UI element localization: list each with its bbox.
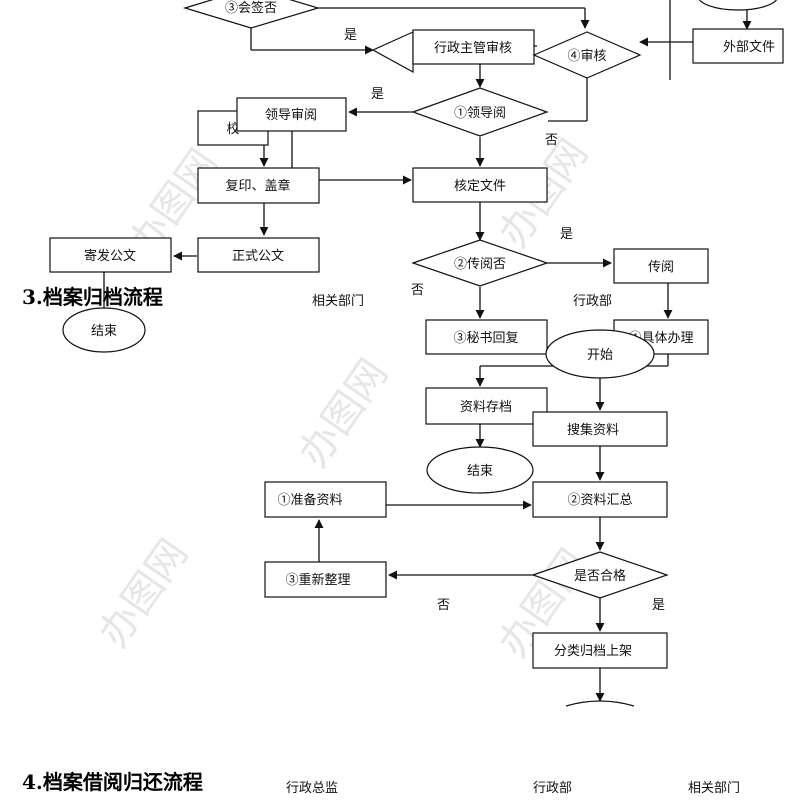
col-admin-label-bottom: 行政部 bbox=[533, 781, 572, 796]
shelve-label: 分类归档上架 bbox=[554, 644, 632, 659]
jiao-label: 校 bbox=[226, 121, 239, 137]
node-start: 开始 bbox=[545, 329, 655, 379]
node-collect: 搜集资料 bbox=[532, 411, 668, 447]
node-circulate-q: ②传阅否 bbox=[411, 239, 549, 287]
section-4-title: 4.档案借阅归还流程 bbox=[22, 770, 203, 794]
column-headers: 相关部门 行政部 行政总监 行政部 相关部门 bbox=[286, 294, 740, 796]
col-admin-label: 行政部 bbox=[573, 294, 612, 309]
col-related-label: 相关部门 bbox=[312, 294, 364, 309]
official-doc-label: 正式公文 bbox=[232, 249, 284, 264]
edge-label-no: 否 bbox=[437, 598, 450, 613]
edge-label-no: 否 bbox=[411, 283, 424, 298]
node-circulate: 传阅 bbox=[613, 248, 709, 284]
copy-stamp-label: 复印、盖章 bbox=[225, 178, 290, 194]
edge-label-yes: 是 bbox=[560, 227, 573, 242]
reorganize-label: ③重新整理 bbox=[285, 572, 350, 588]
circulate-q-label: ②传阅否 bbox=[454, 257, 506, 272]
qualified-label: 是否合格 bbox=[574, 568, 626, 584]
edge-label-yes: 是 bbox=[344, 28, 357, 43]
node-audit: ④审核 bbox=[532, 31, 642, 79]
edge-label-no: 否 bbox=[545, 133, 558, 148]
col-related-label-bottom: 相关部门 bbox=[688, 781, 740, 796]
prepare-label: ①准备资料 bbox=[277, 492, 342, 508]
node-external: 外部文件 bbox=[692, 28, 784, 64]
admin-review-label: 行政主管审核 bbox=[434, 41, 512, 56]
audit-label: ④审核 bbox=[567, 49, 606, 64]
node-end2: 结束 bbox=[426, 446, 534, 494]
leader-review-label: 领导审阅 bbox=[265, 108, 317, 123]
external-label: 外部文件 bbox=[723, 40, 775, 55]
send-doc-label: 寄发公文 bbox=[84, 248, 136, 264]
edge-labels: 是 是 否 是 否 否 是 bbox=[344, 28, 665, 613]
col-director-label: 行政总监 bbox=[286, 781, 338, 796]
node-send-doc: 寄发公文 bbox=[49, 237, 172, 273]
collect-label: 搜集资料 bbox=[567, 422, 619, 438]
node-archive: 资料存档 bbox=[425, 387, 548, 425]
archive-label: 资料存档 bbox=[460, 400, 512, 415]
final-doc-label: 核定文件 bbox=[454, 179, 506, 194]
node-end-bottom bbox=[565, 700, 635, 707]
node-end1: 结束 bbox=[62, 307, 146, 353]
node-shelve: 分类归档上架 bbox=[532, 632, 668, 669]
node-huiqian: ③会签否 bbox=[182, 0, 321, 29]
node-final-doc: 核定文件 bbox=[412, 167, 548, 203]
node-end-top bbox=[698, 0, 778, 11]
huiqian-label: ③会签否 bbox=[225, 0, 277, 16]
node-leader-read: ①领导阅 bbox=[411, 87, 549, 137]
edge-label-yes: 是 bbox=[371, 87, 384, 102]
summary-label: ②资料汇总 bbox=[567, 493, 632, 508]
circulate-label: 传阅 bbox=[648, 260, 674, 275]
watermark: 办图网 bbox=[291, 351, 398, 476]
node-official-doc: 正式公文 bbox=[197, 237, 320, 273]
node-reorganize: ③重新整理 bbox=[264, 561, 387, 598]
end2-label: 结束 bbox=[467, 464, 493, 479]
node-qualified: 是否合格 bbox=[531, 551, 669, 599]
node-prepare: ①准备资料 bbox=[264, 481, 387, 518]
watermark: 办图网 bbox=[91, 531, 198, 656]
secretary-label: ③秘书回复 bbox=[453, 331, 518, 346]
connector-group bbox=[103, 0, 752, 702]
node-summary: ②资料汇总 bbox=[532, 481, 668, 518]
edge-label-yes: 是 bbox=[652, 598, 665, 613]
leader-read-label: ①领导阅 bbox=[454, 106, 506, 121]
node-leader-review: 领导审阅 bbox=[236, 97, 347, 132]
start-label: 开始 bbox=[587, 348, 613, 363]
node-admin-review: 行政主管审核 bbox=[371, 29, 535, 74]
end1-label: 结束 bbox=[91, 324, 117, 339]
node-secretary: ③秘书回复 bbox=[425, 319, 548, 355]
node-copy-stamp: 复印、盖章 bbox=[197, 167, 320, 204]
section-3-title: 3.档案归档流程 bbox=[22, 285, 163, 309]
